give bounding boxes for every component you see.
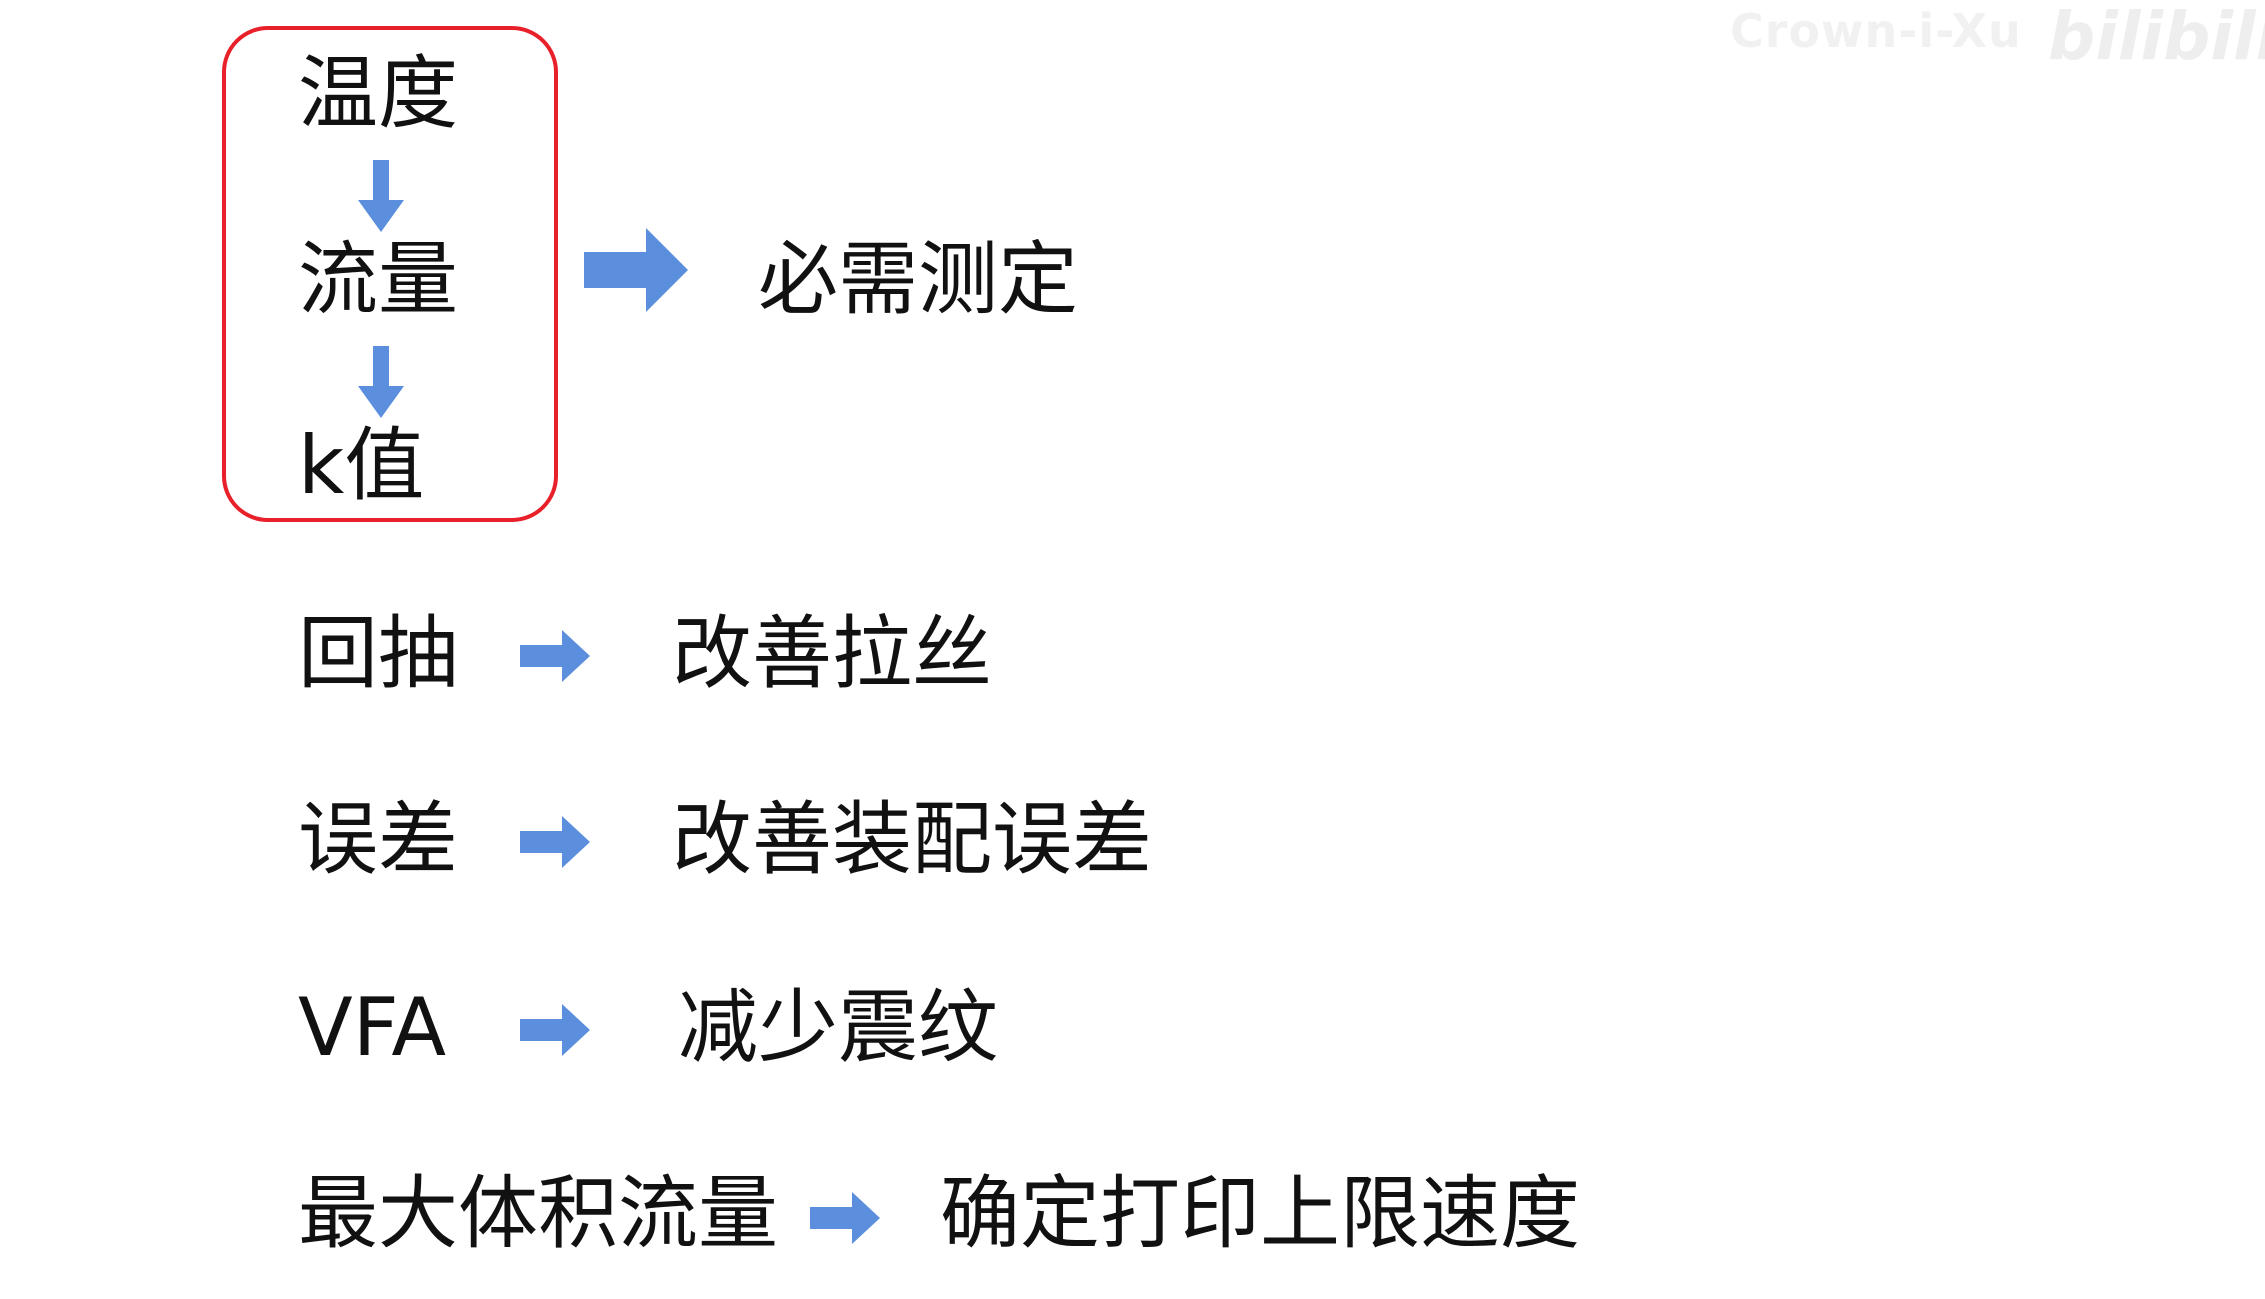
- group-box: [222, 26, 558, 522]
- row-term-retraction: 回抽: [298, 607, 458, 700]
- row-effect-max-flow: 确定打印上限速度: [940, 1167, 1580, 1260]
- right-arrow-icon: [520, 630, 590, 682]
- bilibili-logo: bilibili: [2048, 0, 2265, 75]
- row-term-error: 误差: [298, 793, 458, 886]
- group-item-flow: 流量: [298, 233, 458, 326]
- group-item-temperature: 温度: [298, 47, 458, 140]
- row-effect-error: 改善装配误差: [672, 793, 1152, 886]
- group-result: 必需测定: [758, 233, 1078, 326]
- down-arrow-icon: [358, 160, 404, 232]
- right-arrow-icon: [584, 228, 688, 312]
- down-arrow-icon: [358, 346, 404, 418]
- row-effect-vfa: 减少震纹: [678, 981, 998, 1074]
- row-term-max-flow: 最大体积流量: [298, 1167, 778, 1260]
- right-arrow-icon: [520, 1004, 590, 1056]
- right-arrow-icon: [520, 816, 590, 868]
- group-item-k-value: k值: [298, 419, 425, 512]
- right-arrow-icon: [810, 1192, 880, 1244]
- row-term-vfa: VFA: [298, 981, 447, 1074]
- watermark-text: Crown-i-Xu: [1730, 4, 2022, 58]
- row-effect-retraction: 改善拉丝: [672, 607, 992, 700]
